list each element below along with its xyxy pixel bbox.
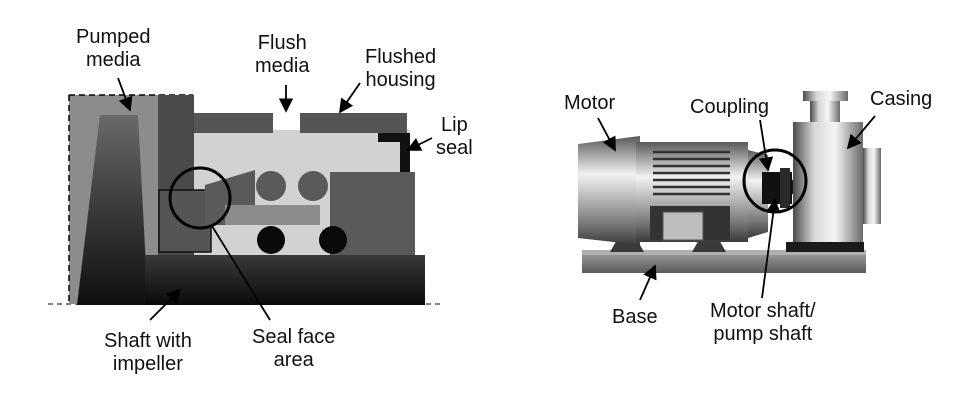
label-flush-media-line2: media [255,55,310,77]
label-base: Base [612,306,658,329]
label-shaft-line1: Shaft with [104,330,192,352]
label-seal-face-line2: area [273,349,314,371]
leader-flushed-housing [338,82,361,114]
leader-casing [846,115,876,150]
leader-shaft [149,288,182,321]
shaft-bar [145,255,425,305]
leader-coupling [758,119,774,172]
label-flushed-housing: Flushed housing [365,46,436,92]
leader-pumped-media [117,77,133,112]
coupling-flange [780,168,790,208]
impeller-shape [77,115,148,305]
leader-lip-seal [406,137,433,151]
pump-base-top [582,250,866,255]
label-seal-face-area: Seal face area [252,326,335,372]
label-pumped-media: Pumped media [76,26,151,72]
label-flush-media: Flush media [255,32,309,78]
motor-terminal-box [662,211,704,241]
leader-base [639,264,657,301]
label-pumped-media-line2: media [86,49,141,71]
lip-seal-shape [378,133,410,172]
seal-face-circle [168,166,232,230]
seal-stationary-square [158,189,212,253]
label-lip-seal-line1: Lip [441,114,468,136]
label-motor-shaft-line1: Motor shaft/ [710,300,816,322]
label-motor-shaft-line2: pump shaft [713,323,813,345]
leader-motor [597,117,616,152]
label-shaft-with-impeller: Shaft with impeller [104,330,192,376]
label-base-text: Base [612,306,658,328]
label-motor: Motor [564,92,615,115]
housing-top-plate-right [300,113,407,133]
label-coupling: Coupling [690,96,769,119]
spring-upper-left [256,171,286,201]
label-coupling-text: Coupling [690,96,769,118]
label-flushed-housing-line2: housing [365,69,436,91]
label-flush-media-line1: Flush [257,32,307,54]
oring-lower-left [257,226,285,254]
motor-endcap [578,136,640,245]
label-lip-seal-line2: seal [436,137,473,159]
label-lip-seal: Lip seal [436,114,473,160]
label-flushed-housing-line1: Flushed [365,46,437,68]
casing-body [793,122,863,250]
pump-diagram [578,91,881,301]
housing-top-plate-left [193,113,273,133]
seal-carrier-block [225,205,320,225]
oring-lower-right [319,226,347,254]
label-motor-text: Motor [564,92,616,114]
label-pumped-media-line1: Pumped [76,26,151,48]
casing-top-flange [803,91,848,101]
label-casing: Casing [870,88,932,111]
label-casing-text: Casing [870,88,933,110]
spring-upper-right [298,171,328,201]
pump-base [582,253,866,273]
label-shaft-line2: impeller [112,353,183,375]
motor-fins [653,150,730,196]
casing-foot [786,242,864,252]
leader-seal-face [211,225,271,321]
label-seal-face-line1: Seal face [252,326,336,348]
seal-diagram [48,77,440,321]
leader-motor-shaft [761,198,781,299]
label-motor-shaft: Motor shaft/ pump shaft [710,300,816,346]
casing-side-flange [863,148,881,224]
